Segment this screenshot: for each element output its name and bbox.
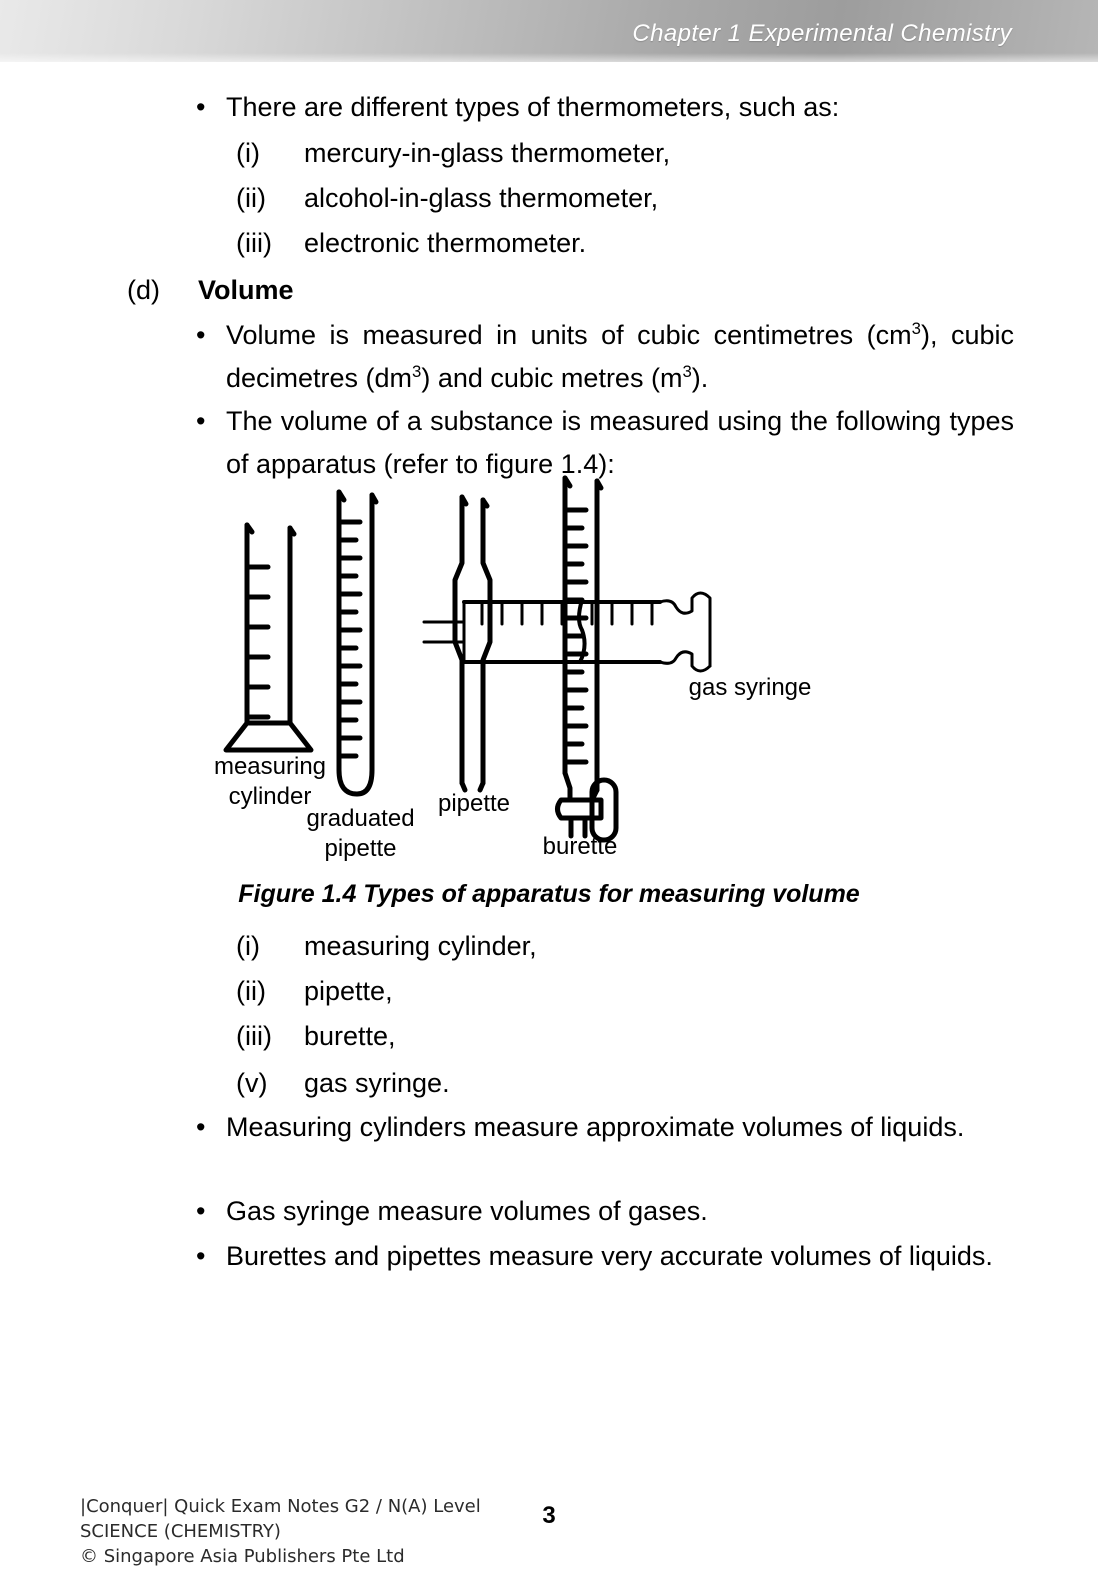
bullet-apparatus-intro: • The volume of a substance is measured …	[196, 400, 1014, 486]
bullet-marker: •	[196, 320, 206, 350]
bullet-marker: •	[196, 406, 206, 436]
list-item-label: burette,	[304, 1021, 396, 1051]
figure-label-measuring-cylinder: measuring cylinder	[213, 753, 327, 810]
list-item-number: (i)	[236, 931, 260, 961]
list-item-number: (v)	[236, 1068, 268, 1098]
figure-label-burette: burette	[542, 833, 618, 860]
bullet-text: There are different types of thermometer…	[226, 92, 840, 122]
list-item-thermometer-3: (iii) electronic thermometer.	[236, 221, 996, 265]
list-item-apparatus-2: (ii) pipette,	[236, 969, 996, 1013]
list-item-label: pipette,	[304, 976, 393, 1006]
measuring-cylinder-drawing	[223, 522, 314, 753]
list-item-label: alcohol-in-glass thermometer,	[304, 183, 659, 213]
bullet-measuring-cylinders: • Measuring cylinders measure approximat…	[196, 1106, 1014, 1149]
list-item-label: gas syringe.	[304, 1068, 450, 1098]
bullet-marker: •	[196, 1112, 206, 1142]
footer-imprint: |Conquer| Quick Exam Notes G2 / N(A) Lev…	[80, 1494, 481, 1569]
list-item-number: (iii)	[236, 228, 272, 258]
list-item-thermometer-1: (i) mercury-in-glass thermometer,	[236, 131, 996, 175]
list-item-label: measuring cylinder,	[304, 931, 537, 961]
list-item-number: (i)	[236, 138, 260, 168]
figure-label-pipette: pipette	[437, 790, 511, 817]
bullet-burettes-pipettes: • Burettes and pipettes measure very acc…	[196, 1235, 1014, 1278]
bullet-marker: •	[196, 1241, 206, 1271]
figure-label-gas-syringe: gas syringe	[688, 674, 812, 701]
bullet-marker: •	[196, 92, 206, 122]
superscript-three: 3	[911, 319, 921, 338]
footer-line-3: © Singapore Asia Publishers Pte Ltd	[80, 1546, 405, 1567]
superscript-three: 3	[682, 362, 692, 381]
figure-label-graduated-pipette: graduated pipette	[306, 805, 415, 862]
section-letter: (d)	[127, 275, 160, 305]
figure-1-4-apparatus: measuring cylinder graduated pipette pip…	[0, 470, 1098, 870]
footer-line-1: |Conquer| Quick Exam Notes G2 / N(A) Lev…	[80, 1496, 481, 1517]
list-item-number: (ii)	[236, 976, 266, 1006]
apparatus-diagram-svg	[223, 475, 712, 843]
superscript-three: 3	[412, 362, 422, 381]
bullet-text: Burettes and pipettes measure very accur…	[226, 1241, 993, 1271]
chapter-header-bar: Chapter 1 Experimental Chemistry	[0, 0, 1098, 62]
page-number: 3	[542, 1502, 556, 1529]
burette-drawing	[555, 475, 619, 843]
bullet-text: Volume is measured in units of cubic cen…	[226, 314, 1014, 400]
list-item-label: mercury-in-glass thermometer,	[304, 138, 671, 168]
figure-caption: Figure 1.4 Types of apparatus for measur…	[238, 880, 860, 908]
units-text-d: ) and cubic metres (m	[421, 363, 683, 393]
list-item-thermometer-2: (ii) alcohol-in-glass thermometer,	[236, 176, 996, 220]
bullet-volume-units: • Volume is measured in units of cubic c…	[196, 314, 1014, 400]
bullet-gas-syringe: • Gas syringe measure volumes of gases.	[196, 1190, 1014, 1233]
list-item-apparatus-1: (i) measuring cylinder,	[236, 924, 996, 968]
bullet-text: The volume of a substance is measured us…	[226, 406, 1014, 479]
section-title-volume: Volume	[198, 275, 294, 305]
list-item-number: (ii)	[236, 183, 266, 213]
footer-line-2: SCIENCE (CHEMISTRY)	[80, 1521, 281, 1542]
bullet-text: Measuring cylinders measure approximate …	[226, 1112, 965, 1142]
units-text-c: cubic decimetres (dm	[226, 320, 1014, 393]
units-text-a: Volume is measured in units of cubic cen…	[226, 320, 912, 350]
chapter-header-title: Chapter 1 Experimental Chemistry	[632, 20, 1012, 47]
pipette-drawing	[452, 494, 493, 793]
bullet-text: Gas syringe measure volumes of gases.	[226, 1196, 708, 1226]
list-item-apparatus-3: (iii) burette,	[236, 1014, 996, 1058]
list-item-number: (iii)	[236, 1021, 272, 1051]
bullet-thermometer-types: • There are different types of thermomet…	[196, 86, 1026, 129]
bullet-marker: •	[196, 1196, 206, 1226]
units-text-e: ).	[691, 363, 709, 393]
list-item-label: electronic thermometer.	[304, 228, 587, 258]
graduated-pipette-drawing	[336, 489, 379, 797]
list-item-apparatus-4: (v) gas syringe.	[236, 1061, 996, 1105]
units-text-b: ),	[920, 320, 938, 350]
gas-syringe-drawing	[422, 591, 712, 673]
